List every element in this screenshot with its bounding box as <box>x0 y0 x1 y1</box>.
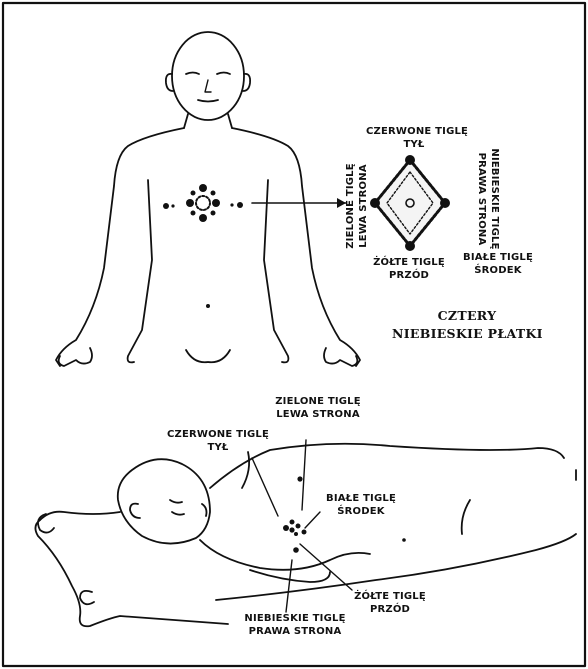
right-eye <box>216 71 231 75</box>
label-green-left: ZIELONE TIGLĘ LEWA STRONA <box>344 154 370 258</box>
lying-arm <box>199 539 371 571</box>
neck-left <box>183 113 189 129</box>
left-nipple-dot <box>163 203 169 209</box>
pointer-arrowhead <box>337 198 346 208</box>
standing-body-figure <box>55 31 361 367</box>
lying-white-dot <box>289 527 295 533</box>
neck-right <box>227 113 233 129</box>
mouth <box>197 99 219 103</box>
torso-left <box>126 179 153 364</box>
shoulder-contour <box>241 451 251 489</box>
pillow-top <box>39 510 121 521</box>
label-white-center: BIAŁE TIGLĘ ŚRODEK <box>455 251 541 277</box>
label-green-left-line2: LEWA STRONA <box>358 164 369 248</box>
label-yellow-front-line1: ŻÓŁTE TIGLĘ <box>373 257 445 268</box>
bottom-label-blue-line2: PRAWA STRONA <box>248 626 342 637</box>
lying-chest-cluster <box>283 519 307 536</box>
left-nipple-small-dot <box>171 204 175 208</box>
left-hand <box>57 347 93 367</box>
label-red-back-line1: CZERWONE TIGLĘ <box>366 126 469 137</box>
petal-right-dot <box>440 198 450 208</box>
bottom-label-green-line1: ZIELONE TIGLĘ <box>275 396 361 407</box>
right-nipple-dot <box>237 202 243 208</box>
lying-yellow-dot <box>293 547 299 553</box>
pillow-front <box>34 519 229 628</box>
left-arm-outline <box>55 127 185 367</box>
bottom-label-blue-line1: NIEBIESKIE TIGLĘ <box>244 613 346 624</box>
pelvis-line <box>185 349 231 364</box>
lying-navel-dot <box>402 538 406 542</box>
label-red-back: CZERWONE TIGLĘ TYŁ <box>366 125 469 151</box>
bottom-leader-lines <box>251 439 353 613</box>
leader-red <box>251 457 279 517</box>
leader-green <box>301 439 307 511</box>
label-white-center-line2: ŚRODEK <box>474 265 522 276</box>
caption-line2: NIEBIESKIE PŁATKI <box>392 326 543 341</box>
label-blue-right: NIEBIESKIE TIGLĘ PRAWA STRONA <box>475 141 501 257</box>
label-green-left-line1: ZIELONE TIGLĘ <box>345 163 356 249</box>
navel <box>206 304 210 308</box>
lying-body-figure <box>34 442 577 628</box>
bottom-label-yellow-line1: ŻÓŁTE TIGLĘ <box>354 591 426 602</box>
label-blue-right-line1: NIEBIESKIE TIGLĘ <box>489 148 500 250</box>
petal-left-dot <box>370 198 380 208</box>
head <box>171 31 245 121</box>
petal-bottom-dot <box>405 241 415 251</box>
lying-eye-upper <box>169 499 183 504</box>
lying-arm-lower <box>249 569 331 583</box>
lying-ear <box>129 502 141 519</box>
pillow-curl-bottom <box>79 589 95 606</box>
bottom-label-blue: NIEBIESKIE TIGLĘ PRAWA STRONA <box>236 612 354 638</box>
label-white-center-line1: BIAŁE TIGLĘ <box>463 252 533 263</box>
right-ear <box>242 73 252 92</box>
right-hand <box>323 347 359 367</box>
lying-nose <box>201 503 208 517</box>
torso-top-contour <box>209 442 565 489</box>
bottom-label-green-line2: LEWA STRONA <box>276 409 360 420</box>
leader-white <box>304 511 321 529</box>
bottom-label-red-line1: CZERWONE TIGLĘ <box>166 429 270 440</box>
torso-right <box>263 179 290 364</box>
hip-contour <box>460 499 471 535</box>
bottom-label-white: BIAŁE TIGLĘ ŚRODEK <box>316 492 406 518</box>
bottom-label-green: ZIELONE TIGLĘ LEWA STRONA <box>268 395 368 421</box>
right-nipple-small-dot <box>230 203 234 207</box>
nose <box>204 79 212 93</box>
left-eye <box>185 71 200 75</box>
caption-four-petals: CZTERY NIEBIESKIE PŁATKI <box>392 307 542 343</box>
bottom-label-red: CZERWONE TIGLĘ TYŁ <box>166 428 270 454</box>
chest-chakra-cluster <box>186 184 220 222</box>
bottom-label-yellow: ŻÓŁTE TIGLĘ PRZÓD <box>342 590 438 616</box>
four-petal-diamond <box>370 155 450 251</box>
bottom-label-white-line1: BIAŁE TIGLĘ <box>326 493 396 504</box>
petal-center-ring <box>405 198 415 208</box>
lying-head <box>116 458 211 545</box>
label-blue-right-line2: PRAWA STRONA <box>476 152 487 246</box>
label-red-back-line2: TYŁ <box>403 139 425 150</box>
leader-blue <box>285 559 293 613</box>
label-yellow-front-line2: PRZÓD <box>388 270 430 281</box>
bottom-label-yellow-line2: PRZÓD <box>369 604 411 615</box>
right-arm-outline <box>231 127 361 367</box>
lying-eye-lower <box>171 511 185 516</box>
leader-yellow <box>299 543 353 591</box>
petal-top-dot <box>405 155 415 165</box>
caption-line1: CZTERY <box>437 308 497 323</box>
label-yellow-front: ŻÓŁTE TIGLĘ PRZÓD <box>364 256 454 282</box>
left-ear <box>164 73 174 92</box>
sheet-line <box>215 533 577 601</box>
pillow-curl-left <box>37 513 55 534</box>
lying-green-dot <box>297 476 303 482</box>
bottom-label-red-line2: TYŁ <box>207 442 229 453</box>
bottom-label-white-line2: ŚRODEK <box>337 506 385 517</box>
